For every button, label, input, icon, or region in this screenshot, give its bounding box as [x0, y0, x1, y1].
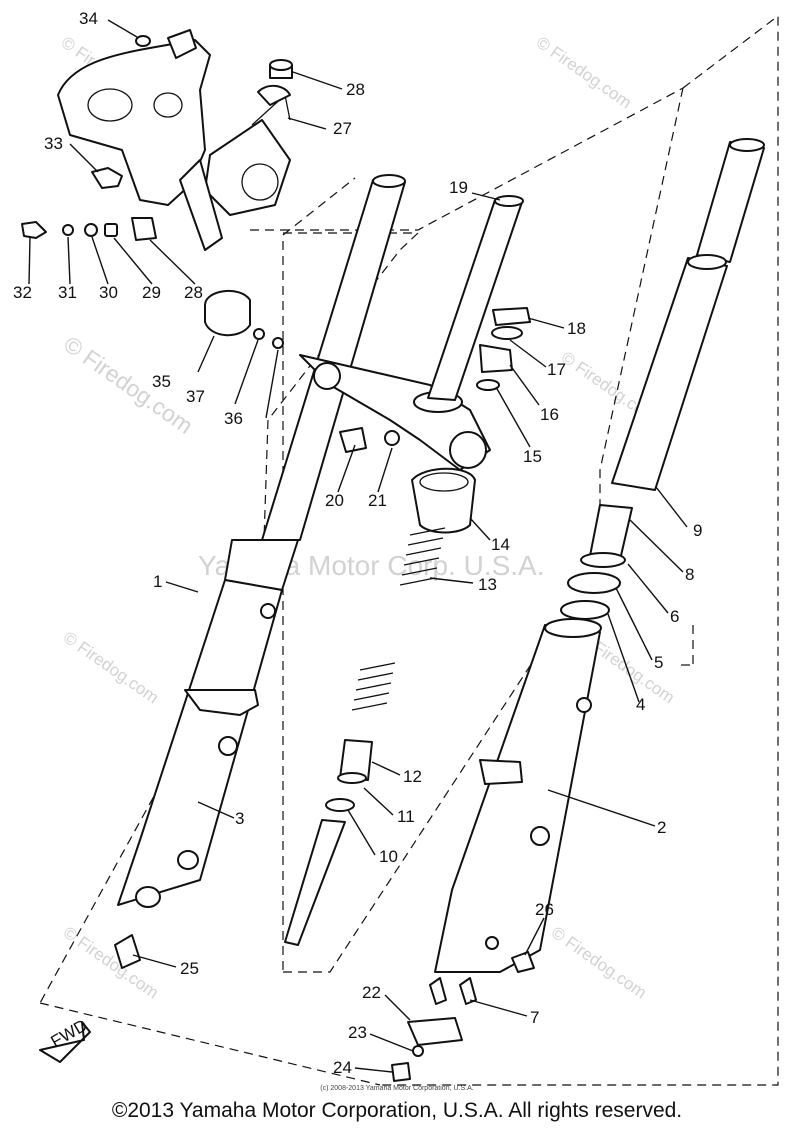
callout-9: 9 [693, 521, 702, 540]
outline-bottom-left [39, 1002, 381, 1086]
right-fork-outer [429, 618, 602, 1005]
watermark-firedog-4: © Firedog.com [60, 628, 162, 708]
callout-2: 2 [657, 818, 666, 837]
part-14-cover [411, 467, 476, 534]
callout-31: 32 [13, 283, 32, 302]
callout-24: 24 [333, 1058, 352, 1077]
callout-21: 21 [368, 491, 387, 510]
callout-11: 11 [397, 807, 415, 826]
callout-1: 1 [153, 572, 162, 591]
watermark-firedog-large: © Firedog.com [59, 331, 198, 439]
callout-7: 7 [530, 1008, 539, 1027]
callout-10: 10 [379, 847, 398, 866]
callout-15: 15 [523, 447, 542, 466]
callout-19: 19 [449, 178, 468, 197]
callout-23: 23 [348, 1023, 367, 1042]
copyright-notice: ©2013 Yamaha Motor Corporation, U.S.A. A… [111, 1099, 683, 1122]
callout-18: 18 [567, 319, 586, 338]
callout-13: 13 [478, 575, 497, 594]
callout-27: 27 [333, 119, 352, 138]
axle-holder [391, 1017, 463, 1082]
callout-4: 4 [636, 695, 645, 714]
part-34-nut [135, 35, 151, 47]
callout-29: 29 [142, 283, 161, 302]
callout-34: 34 [79, 9, 98, 28]
fork-springs [351, 527, 446, 711]
right-fork-upper [589, 138, 765, 561]
outline-center-bottom [283, 619, 561, 973]
callout-17: 17 [547, 360, 566, 379]
callout-16: 16 [540, 405, 559, 424]
outline-right-side [380, 14, 779, 1086]
watermark-firedog-6: © Firedog.com [60, 923, 162, 1003]
callout-35: 35 [152, 372, 171, 391]
callout-6: 6 [670, 607, 679, 626]
callout-30: 30 [99, 283, 118, 302]
callout-20: 20 [325, 491, 344, 510]
part-33-bolt [91, 167, 123, 189]
damper-rod [284, 739, 373, 946]
hardware-row [21, 217, 157, 241]
fwd-badge: FWD [39, 1016, 91, 1063]
callout-26: 26 [535, 900, 554, 919]
left-fork-assembly [114, 174, 406, 969]
headlight-bracket [57, 29, 291, 251]
callout-28-top: 28 [346, 80, 365, 99]
watermark-firedog-7: © Firedog.com [548, 923, 650, 1003]
callout-labels: 34 28 27 33 32 31 30 29 28 35 37 36 19 1… [13, 9, 702, 1077]
callout-12: 12 [403, 767, 422, 786]
callout-8: 8 [685, 565, 694, 584]
small-credit-line: (c) 2008-2013 Yamaha Motor Corporation, … [320, 1085, 474, 1092]
outline-inner-center [282, 177, 356, 970]
steering-stem-bracket [299, 195, 531, 471]
watermark-firedog-2: © Firedog.com [533, 33, 635, 113]
callout-32: 31 [58, 283, 77, 302]
outline-top [250, 87, 684, 231]
fork-seals [560, 552, 626, 620]
leader-lines [28, 19, 688, 1073]
callout-25: 25 [180, 959, 199, 978]
part-28-collar-top [269, 59, 293, 79]
callout-14: 14 [491, 535, 510, 554]
callout-3: 3 [235, 809, 244, 828]
callout-28-bottom: 28 [184, 283, 203, 302]
part-35-reflector [204, 289, 284, 349]
callout-33: 33 [44, 134, 63, 153]
callout-36: 36 [224, 409, 243, 428]
part-27-stay [257, 84, 291, 106]
callout-5: 5 [654, 653, 663, 672]
callout-37: 37 [186, 387, 205, 406]
callout-22: 22 [362, 983, 381, 1002]
